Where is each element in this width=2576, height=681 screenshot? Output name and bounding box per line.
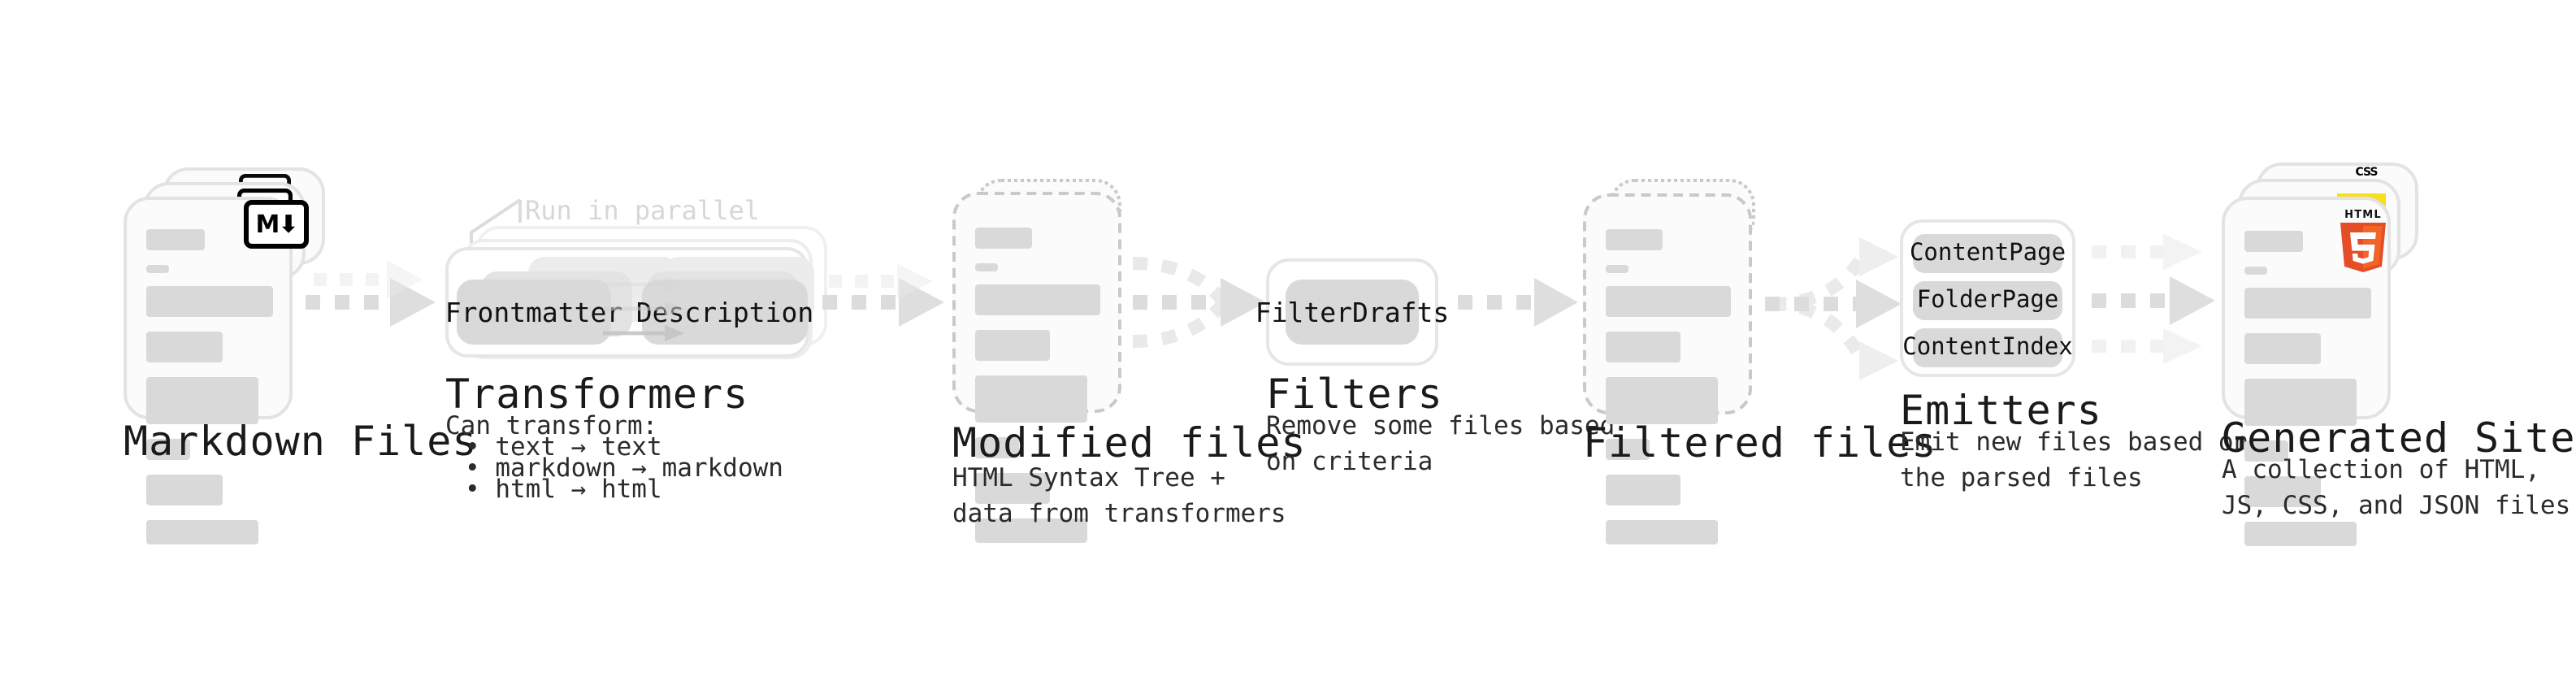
content-bar bbox=[146, 265, 170, 273]
content-bar bbox=[2244, 333, 2321, 364]
transformers-bullet-3: • html → html bbox=[465, 475, 662, 504]
stage-title-emitters: Emitters bbox=[1900, 387, 2102, 434]
run-in-parallel-label: Run in parallel bbox=[525, 195, 760, 226]
markdown-badge-front: M⬇ bbox=[244, 200, 309, 249]
content-bar bbox=[1606, 475, 1681, 505]
filtered-card-content bbox=[1606, 229, 1731, 559]
content-bar bbox=[146, 475, 223, 505]
connector-filtered-to-emitters bbox=[1765, 228, 1921, 406]
content-bar bbox=[2244, 476, 2321, 507]
emitters-subtitle: Emit new files based on the parsed files bbox=[1900, 427, 2249, 493]
content-bar bbox=[146, 332, 223, 362]
content-bar bbox=[975, 473, 1051, 504]
stage-title-generated-site: Generated Site bbox=[2222, 414, 2576, 462]
content-bar bbox=[975, 437, 1019, 458]
content-bar bbox=[975, 228, 1033, 249]
emitter-chip-folderpage[interactable]: FolderPage bbox=[1913, 281, 2062, 320]
transformer-chip-frontmatter[interactable]: Frontmatter bbox=[445, 280, 622, 345]
content-bar bbox=[146, 377, 259, 424]
content-bar bbox=[146, 229, 205, 250]
emitter-chip-contentpage[interactable]: ContentPage bbox=[1910, 234, 2066, 273]
connector-filters-to-filtered bbox=[1458, 276, 1588, 335]
modified-card-content bbox=[975, 228, 1100, 557]
filter-chip-filterdrafts[interactable]: FilterDrafts bbox=[1255, 280, 1449, 345]
markdown-card-content bbox=[146, 229, 273, 559]
content-bar bbox=[1606, 286, 1731, 317]
content-bar bbox=[146, 286, 273, 317]
content-bar bbox=[1606, 520, 1718, 544]
transformers-bullet-2: • markdown → markdown bbox=[465, 453, 783, 483]
connector-emitters-to-site bbox=[2092, 231, 2238, 377]
stage-title-modified-files: Modified files bbox=[952, 419, 1307, 466]
content-bar bbox=[2244, 231, 2303, 252]
stage-title-transformers: Transformers bbox=[445, 371, 749, 418]
css-badge-label: CSS bbox=[2355, 166, 2378, 179]
transformers-bullet-1: • text → text bbox=[465, 432, 662, 462]
modified-files-subtitle: HTML Syntax Tree + data from transformer… bbox=[952, 463, 1286, 529]
stage-title-filtered-files: Filtered files bbox=[1583, 419, 1937, 466]
content-bar bbox=[2244, 522, 2357, 546]
content-bar bbox=[1606, 439, 1650, 460]
html5-badge: HTML bbox=[2334, 205, 2392, 273]
generated-site-subtitle: A collection of HTML, JS, CSS, and JSON … bbox=[2222, 455, 2571, 521]
content-bar bbox=[1606, 265, 1628, 273]
content-bar bbox=[2244, 267, 2268, 275]
content-bar bbox=[146, 520, 259, 544]
stage-title-filters: Filters bbox=[1266, 371, 1443, 418]
svg-text:HTML: HTML bbox=[2344, 209, 2382, 221]
connector-markdown-to-transformers bbox=[306, 260, 452, 333]
stage-title-markdown-files: Markdown Files bbox=[124, 418, 478, 465]
content-bar bbox=[2244, 379, 2357, 426]
content-bar bbox=[2244, 288, 2371, 319]
content-bar bbox=[975, 375, 1087, 423]
generated-site-card-content bbox=[2244, 231, 2371, 561]
content-bar bbox=[975, 284, 1100, 315]
transformers-subtitle: Can transform: bbox=[445, 411, 658, 440]
transformer-parallel-arrows bbox=[603, 270, 704, 351]
content-bar bbox=[146, 439, 191, 460]
content-bar bbox=[1606, 332, 1681, 362]
filters-subtitle: Remove some files based on criteria bbox=[1266, 411, 1615, 477]
content-bar bbox=[1606, 377, 1718, 424]
content-bar bbox=[975, 518, 1087, 543]
connector-transformers-to-modified bbox=[822, 263, 956, 338]
content-bar bbox=[975, 263, 998, 271]
content-bar bbox=[1606, 229, 1663, 250]
emitter-chip-contentindex[interactable]: ContentIndex bbox=[1902, 328, 2073, 367]
connector-modified-to-filters bbox=[1130, 244, 1276, 374]
content-bar bbox=[975, 330, 1051, 361]
content-bar bbox=[2244, 440, 2289, 462]
